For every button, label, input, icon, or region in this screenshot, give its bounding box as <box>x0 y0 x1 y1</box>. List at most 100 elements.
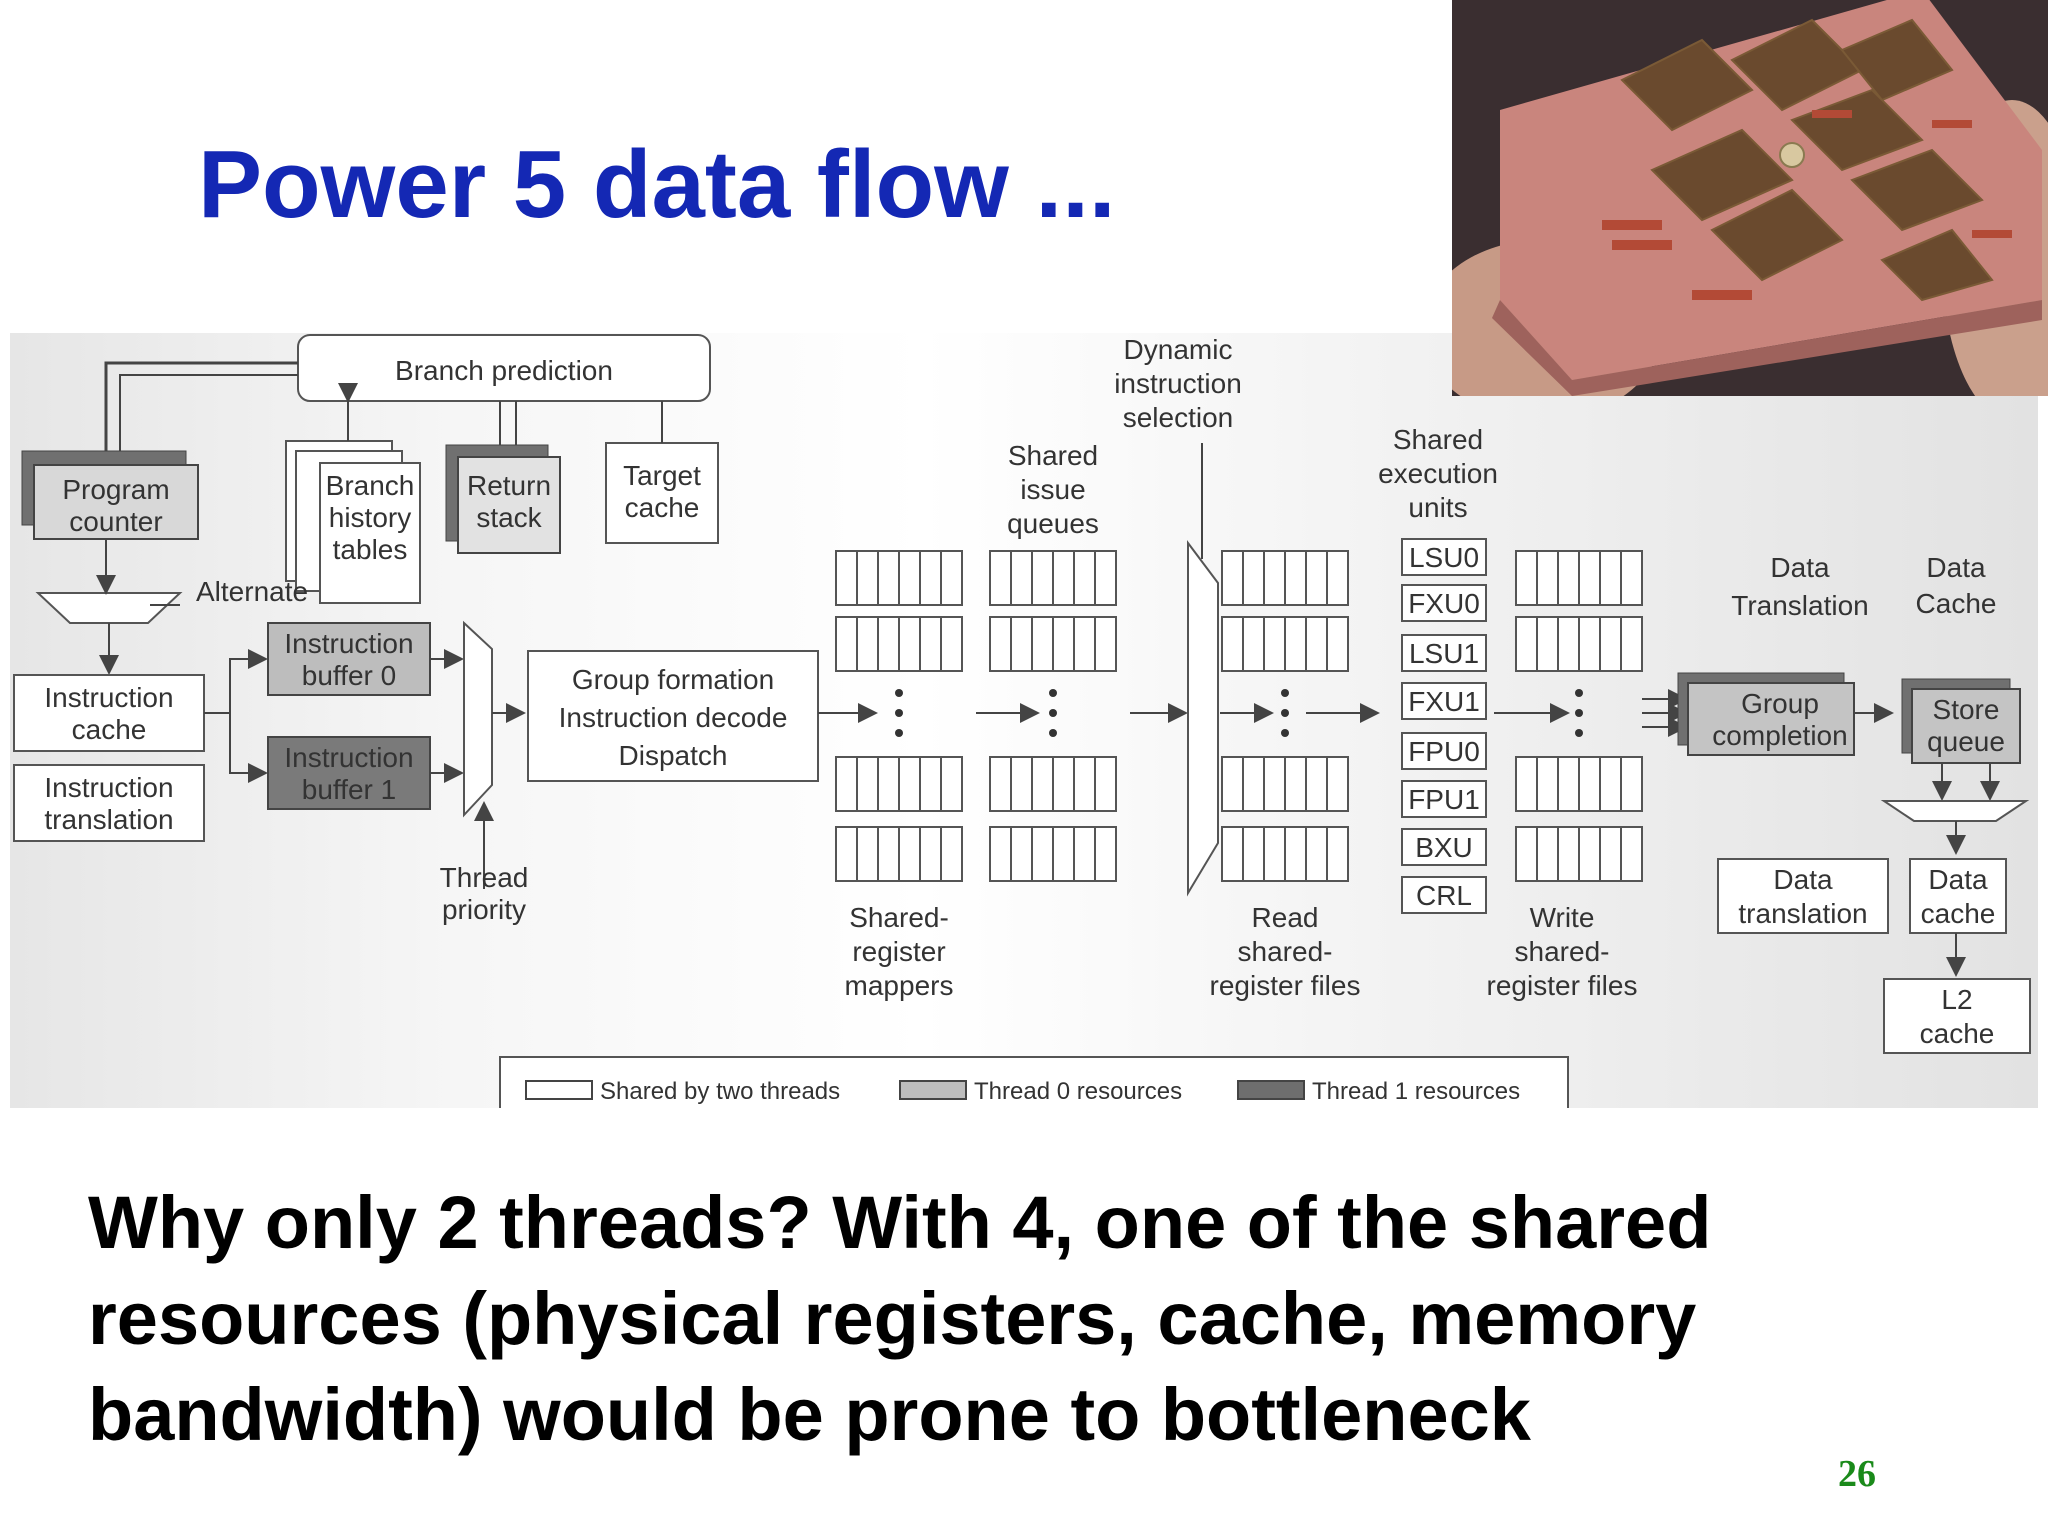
store-queue-box <box>1911 688 2021 764</box>
instruction-buffer-1-box <box>267 736 431 810</box>
target-cache-label-1: Target <box>623 460 701 491</box>
exec-unit-label: FXU1 <box>1408 686 1480 717</box>
icache-label-1: Instruction <box>44 682 173 713</box>
group-completion-label-2: completion <box>1712 720 1847 751</box>
mappers-label-2: register <box>852 936 945 967</box>
ibuf0-label-2: buffer 0 <box>302 660 396 691</box>
exec-units-label-3: units <box>1408 492 1467 523</box>
write-files-label-3: register files <box>1487 970 1638 1001</box>
exec-unit-label: FXU0 <box>1408 588 1480 619</box>
read-files-label-1: Read <box>1252 902 1319 933</box>
legend-box <box>499 1056 1569 1118</box>
dynamic-selection-label-2: instruction <box>1114 368 1242 399</box>
instruction-translation-box <box>13 764 205 842</box>
read-files-label-2: shared- <box>1238 936 1333 967</box>
read-files-label-3: register files <box>1210 970 1361 1001</box>
group-completion-label-1: Group <box>1741 688 1819 719</box>
exec-unit-fxu1 <box>1401 682 1487 720</box>
alternate-label: Alternate <box>196 576 308 607</box>
exec-units-label-1: Shared <box>1393 424 1483 455</box>
thread-select-mux <box>463 620 493 818</box>
l2-cache-label-2: cache <box>1920 1018 1995 1049</box>
write-files-label-2: shared- <box>1515 936 1610 967</box>
return-stack-label-1: Return <box>467 470 551 501</box>
data-cache-label-1: Data <box>1928 864 1988 895</box>
group-formation-label-3: Dispatch <box>619 740 728 771</box>
program-counter-box <box>33 464 199 540</box>
exec-units-label-2: execution <box>1378 458 1498 489</box>
data-cache-header-2: Cache <box>1916 588 1997 619</box>
mappers-label-1: Shared- <box>849 902 949 933</box>
itrans-label-2: translation <box>44 804 173 835</box>
page-number: 26 <box>1838 1453 1876 1495</box>
instruction-buffer-0-box <box>267 622 431 696</box>
group-completion-box <box>1687 682 1855 756</box>
data-translation-header-1: Data <box>1770 552 1830 583</box>
ibuf0-label-1: Instruction <box>284 628 413 659</box>
alternate-mux <box>35 592 183 624</box>
branch-prediction-box <box>297 334 711 402</box>
store-queue-label-2: queue <box>1927 726 2005 757</box>
exec-unit-lsu0 <box>1401 538 1487 576</box>
group-formation-label-1: Group formation <box>572 664 774 695</box>
return-stack-box <box>457 456 561 554</box>
l2-cache-label-1: L2 <box>1941 984 1972 1015</box>
exec-unit-label: FPU0 <box>1408 736 1480 767</box>
dynamic-selection-label-3: selection <box>1123 402 1234 433</box>
legend-label-shared: Shared by two threads <box>600 1078 840 1105</box>
icache-label-2: cache <box>72 714 147 745</box>
dynamic-selection-label-1: Dynamic <box>1124 334 1233 365</box>
exec-unit-fxu0 <box>1401 584 1487 622</box>
exec-unit-fpu1 <box>1401 780 1487 818</box>
itrans-label-1: Instruction <box>44 772 173 803</box>
ibuf1-label-1: Instruction <box>284 742 413 773</box>
group-formation-label-2: Instruction decode <box>559 702 788 733</box>
slide-body-text: Why only 2 threads? With 4, one of the s… <box>88 1181 1712 1456</box>
legend-swatch-thread1 <box>1237 1080 1305 1100</box>
legend-label-thread0: Thread 0 resources <box>974 1078 1182 1105</box>
target-cache-box <box>605 442 719 544</box>
data-cache-header-1: Data <box>1926 552 1986 583</box>
exec-unit-lsu1 <box>1401 634 1487 672</box>
exec-unit-crl <box>1401 876 1487 914</box>
data-cache-box <box>1909 858 2007 934</box>
exec-unit-bxu <box>1401 828 1487 866</box>
data-cache-label-2: cache <box>1921 898 1996 929</box>
target-cache-label-2: cache <box>625 492 700 523</box>
issue-queues-label-1: Shared <box>1008 440 1098 471</box>
bht-label-2: history <box>329 502 411 533</box>
branch-prediction-label: Branch prediction <box>395 355 613 386</box>
issue-queues-label-3: queues <box>1007 508 1099 539</box>
ibuf1-label-2: buffer 1 <box>302 774 396 805</box>
thread-priority-label-1: Thread <box>440 862 529 893</box>
exec-unit-fpu0 <box>1401 732 1487 770</box>
exec-unit-label: LSU1 <box>1409 638 1479 669</box>
dynamic-selection-mux <box>1187 540 1219 897</box>
l2-cache-box <box>1883 978 2031 1054</box>
bht-label-3: tables <box>333 534 408 565</box>
legend-swatch-shared <box>525 1080 593 1100</box>
instruction-cache-box <box>13 674 205 752</box>
legend-label-thread1: Thread 1 resources <box>1312 1078 1520 1105</box>
power5-dataflow-diagram: Branch prediction Program counter Branch… <box>10 333 2038 1118</box>
legend-swatch-thread0 <box>899 1080 967 1100</box>
exec-unit-label: LSU0 <box>1409 542 1479 573</box>
exec-unit-label: CRL <box>1416 880 1472 911</box>
exec-unit-label: BXU <box>1415 832 1473 863</box>
data-translation-header-2: Translation <box>1731 590 1868 621</box>
program-counter-label-1: Program <box>62 474 169 505</box>
return-stack-label-2: stack <box>476 502 542 533</box>
bht-label-1: Branch <box>326 470 415 501</box>
write-files-label-1: Write <box>1530 902 1595 933</box>
program-counter-label-2: counter <box>69 506 162 537</box>
issue-queues-label-2: issue <box>1020 474 1085 505</box>
mappers-label-3: mappers <box>845 970 954 1001</box>
data-translation-label-1: Data <box>1773 864 1833 895</box>
store-mux <box>1880 800 2030 822</box>
branch-history-tables-box <box>319 462 421 604</box>
store-queue-label-1: Store <box>1933 694 2000 725</box>
exec-unit-label: FPU1 <box>1408 784 1480 815</box>
data-translation-box <box>1717 858 1889 934</box>
chip-package-photo <box>1452 0 2048 396</box>
data-translation-label-2: translation <box>1738 898 1867 929</box>
